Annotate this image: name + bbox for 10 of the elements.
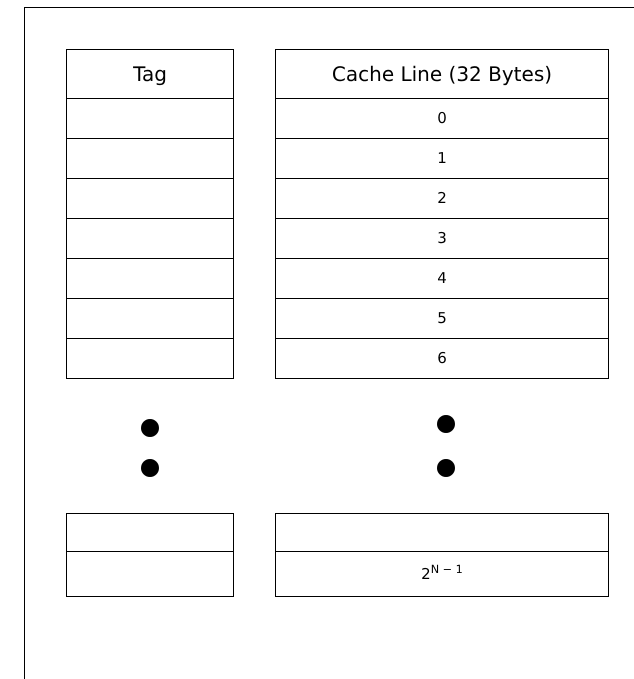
row-number: 2 <box>437 191 447 206</box>
row-number: 5 <box>437 311 447 326</box>
row-number: 0 <box>437 111 447 126</box>
row-number: 4 <box>437 271 447 286</box>
row-number: 3 <box>437 231 447 246</box>
row-number: 6 <box>437 351 447 366</box>
column-header: Cache Line (32 Bytes) <box>332 64 552 84</box>
column-header: Tag <box>133 64 167 84</box>
row-number: 1 <box>437 151 447 166</box>
row-number: 2$^{N − 1}$ <box>421 566 463 582</box>
